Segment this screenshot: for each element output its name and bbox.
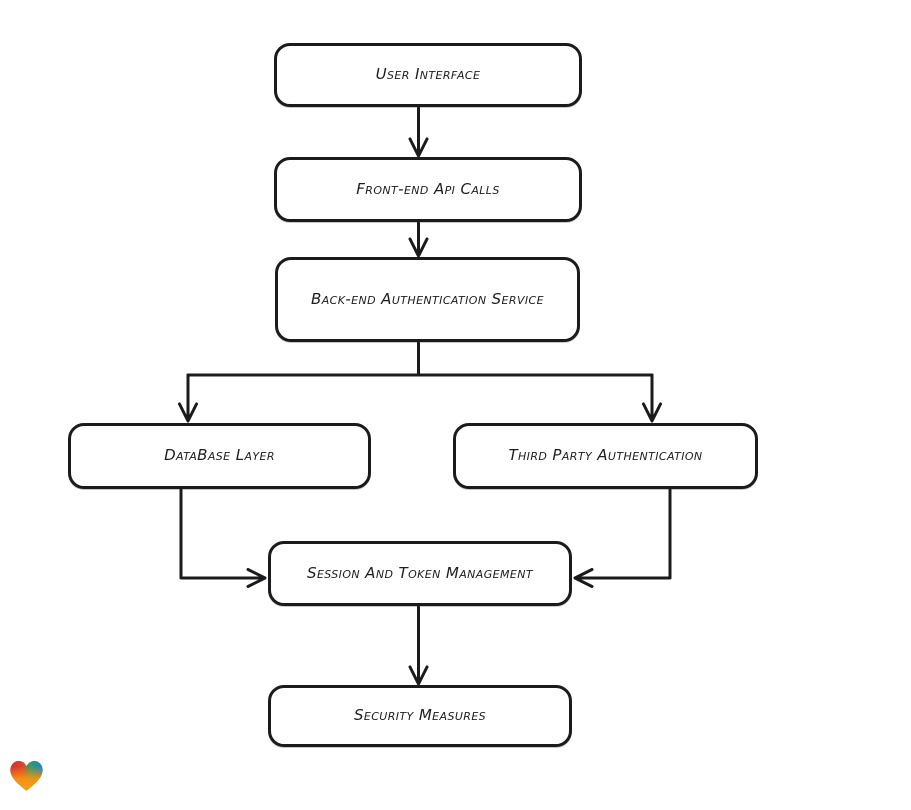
edge-frontend-to-backend xyxy=(408,221,429,258)
node-third-party-authentication: Third Party Authentication xyxy=(453,423,758,489)
edge-database-to-session xyxy=(179,488,267,588)
edge-backend-branch xyxy=(178,341,662,423)
heart-shape-overlay xyxy=(10,760,43,791)
edge-thirdparty-to-session xyxy=(573,488,672,588)
node-session-and-token-management: Session And Token Management xyxy=(268,541,572,606)
heart-logo[interactable] xyxy=(9,759,44,793)
node-database-layer: DataBase Layer xyxy=(68,423,371,489)
edge-session-to-security xyxy=(408,605,429,686)
node-back-end-authentication-service: Back-end Authentication Service xyxy=(275,257,580,342)
node-security-measures: Security Measures xyxy=(268,685,572,747)
edge-ui-to-frontend xyxy=(408,106,429,158)
node-front-end-api-calls: Front-end Api Calls xyxy=(274,157,582,222)
node-user-interface: User Interface xyxy=(274,43,582,107)
